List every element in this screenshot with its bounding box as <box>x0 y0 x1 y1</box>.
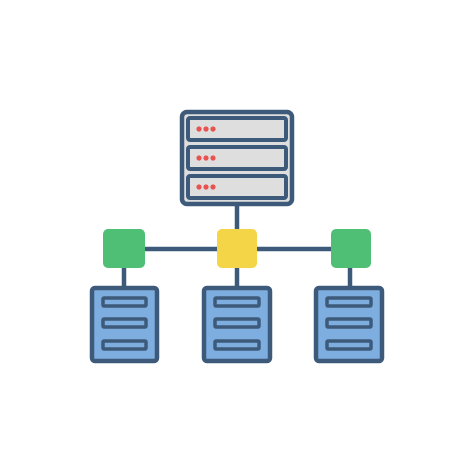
left-node <box>103 229 145 268</box>
status-led <box>196 155 202 161</box>
main-server-unit <box>186 174 288 200</box>
right-server <box>313 285 385 364</box>
left-server <box>89 285 160 364</box>
status-led <box>203 184 209 190</box>
server-slot <box>101 317 148 329</box>
server-slot <box>325 339 373 351</box>
network-switch <box>217 229 257 268</box>
status-led <box>210 155 216 161</box>
server-slot <box>213 317 261 329</box>
right-node <box>331 229 371 268</box>
main-server-unit <box>186 145 288 171</box>
center-server <box>201 285 273 364</box>
server-slot <box>325 296 373 308</box>
server-slot <box>101 296 148 308</box>
main-server-unit-bay <box>186 116 288 142</box>
status-led <box>210 184 216 190</box>
server-slot <box>213 296 261 308</box>
server-slot <box>101 339 148 351</box>
status-led <box>196 184 202 190</box>
main-server <box>179 109 295 207</box>
main-server-unit-bay <box>186 174 288 200</box>
status-led <box>210 126 216 132</box>
server-slot <box>213 339 261 351</box>
server-slot <box>325 317 373 329</box>
status-led <box>196 126 202 132</box>
status-led <box>203 155 209 161</box>
main-server-unit <box>186 116 288 142</box>
connectors <box>121 201 353 291</box>
status-led <box>203 126 209 132</box>
main-server-unit-bay <box>186 145 288 171</box>
